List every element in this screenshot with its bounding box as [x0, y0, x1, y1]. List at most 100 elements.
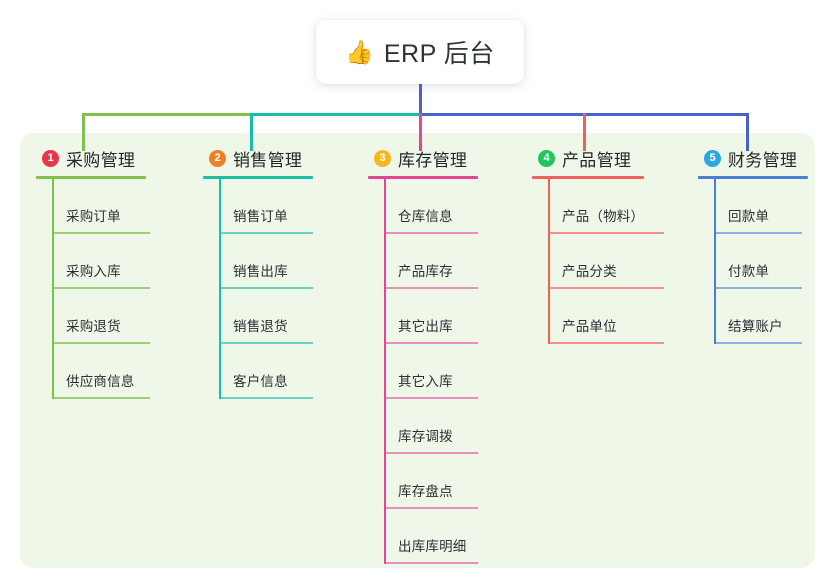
drop-sales: [250, 113, 253, 151]
list-item[interactable]: 仓库信息: [386, 179, 478, 234]
list-item-label: 结算账户: [728, 319, 783, 334]
list-item-label: 产品单位: [562, 319, 617, 334]
list-item[interactable]: 库存盘点: [386, 454, 478, 509]
list-item-underline: [550, 342, 664, 344]
branch-items-finance: 回款单付款单结算账户: [698, 179, 808, 344]
branch-finance: 5 财务管理回款单付款单结算账户: [698, 146, 808, 344]
list-item-underline: [221, 397, 313, 399]
branch-number-badge: 4: [538, 149, 555, 167]
list-item-label: 采购入库: [66, 264, 121, 279]
list-item-underline: [716, 287, 802, 289]
list-item-label: 采购订单: [66, 209, 121, 224]
root-stem-connector: [419, 84, 422, 114]
list-item-label: 付款单: [728, 264, 770, 279]
list-item-underline: [386, 232, 478, 234]
list-item[interactable]: 产品（物料）: [550, 179, 664, 234]
root-node-title: ERP 后台: [383, 40, 495, 68]
list-item-underline: [386, 287, 478, 289]
bus-segment-green: [82, 113, 253, 116]
list-item-underline: [221, 342, 313, 344]
list-item-label: 产品分类: [562, 264, 617, 279]
branch-header-finance[interactable]: 5 财务管理: [698, 146, 808, 170]
list-item[interactable]: 产品单位: [550, 289, 664, 344]
list-item-underline: [386, 397, 478, 399]
list-item[interactable]: 采购入库: [54, 234, 150, 289]
branch-items-inventory: 仓库信息产品库存其它出库其它入库库存调拨库存盘点出库库明细: [368, 179, 478, 564]
list-item-label: 库存调拨: [398, 429, 453, 444]
list-item[interactable]: 库存调拨: [386, 399, 478, 454]
branch-sales: 2 销售管理销售订单销售出库销售退货客户信息: [203, 146, 313, 399]
list-item-label: 采购退货: [66, 319, 121, 334]
list-item-label: 销售退货: [233, 319, 288, 334]
list-item-underline: [550, 232, 664, 234]
branch-title-finance: 财务管理: [728, 150, 798, 170]
list-item-underline: [386, 562, 478, 564]
list-item[interactable]: 结算账户: [716, 289, 808, 344]
branch-header-sales[interactable]: 2 销售管理: [203, 146, 313, 170]
list-item-underline: [54, 287, 150, 289]
branch-header-inventory[interactable]: 3 库存管理: [368, 146, 478, 170]
list-item[interactable]: 出库库明细: [386, 509, 478, 564]
branch-items-product: 产品（物料） 产品分类产品单位: [532, 179, 664, 344]
list-item-label: 出库库明细: [398, 539, 467, 554]
list-item-underline: [54, 342, 150, 344]
branch-items-purchase: 采购订单采购入库采购退货供应商信息: [36, 179, 150, 399]
branch-underline-purchase: [36, 176, 146, 179]
list-item[interactable]: 其它出库: [386, 289, 478, 344]
branch-number-badge: 5: [704, 149, 721, 167]
branch-underline-inventory: [368, 176, 478, 179]
list-item-underline: [386, 507, 478, 509]
branch-number-badge: 3: [374, 149, 391, 167]
list-item[interactable]: 销售出库: [221, 234, 313, 289]
list-item[interactable]: 其它入库: [386, 344, 478, 399]
list-item[interactable]: 客户信息: [221, 344, 313, 399]
list-item-underline: [386, 342, 478, 344]
list-item-label: 销售订单: [233, 209, 288, 224]
branch-title-product: 产品管理: [562, 150, 632, 170]
list-item[interactable]: 采购订单: [54, 179, 150, 234]
list-item-underline: [386, 452, 478, 454]
branch-spine-product: [548, 179, 550, 344]
list-item-label: 其它出库: [398, 319, 453, 334]
list-item-label: 客户信息: [233, 374, 288, 389]
list-item-label: 产品库存: [398, 264, 453, 279]
list-item-underline: [221, 232, 313, 234]
branch-underline-finance: [698, 176, 808, 179]
list-item-label: 仓库信息: [398, 209, 453, 224]
list-item-underline: [550, 287, 664, 289]
branch-spine-finance: [714, 179, 716, 344]
bus-segment-teal: [250, 113, 422, 116]
list-item-underline: [54, 232, 150, 234]
branch-spine-sales: [219, 179, 221, 399]
list-item-label: 销售出库: [233, 264, 288, 279]
branch-title-sales: 销售管理: [233, 150, 303, 170]
branch-items-sales: 销售订单销售出库销售退货客户信息: [203, 179, 313, 399]
branch-spine-purchase: [52, 179, 54, 399]
list-item[interactable]: 采购退货: [54, 289, 150, 344]
root-node[interactable]: 👍 ERP 后台: [316, 20, 524, 84]
list-item[interactable]: 销售订单: [221, 179, 313, 234]
list-item-underline: [716, 342, 802, 344]
list-item-underline: [716, 232, 802, 234]
diagram-panel: [20, 133, 815, 568]
branch-title-purchase: 采购管理: [66, 150, 136, 170]
branch-title-inventory: 库存管理: [398, 150, 468, 170]
list-item-underline: [221, 287, 313, 289]
list-item-label: 回款单: [728, 209, 770, 224]
list-item[interactable]: 产品分类: [550, 234, 664, 289]
list-item[interactable]: 销售退货: [221, 289, 313, 344]
branch-header-product[interactable]: 4 产品管理: [532, 146, 644, 170]
branch-number-badge: 1: [42, 149, 59, 167]
list-item-label: 产品（物料）: [562, 209, 645, 224]
list-item-underline: [54, 397, 150, 399]
drop-finance: [746, 113, 749, 151]
list-item[interactable]: 产品库存: [386, 234, 478, 289]
branch-header-purchase[interactable]: 1 采购管理: [36, 146, 146, 170]
list-item[interactable]: 回款单: [716, 179, 808, 234]
branch-inventory: 3 库存管理仓库信息产品库存其它出库其它入库库存调拨库存盘点出库库明细: [368, 146, 478, 564]
drop-inventory: [419, 113, 422, 151]
branch-product: 4 产品管理产品（物料） 产品分类产品单位: [532, 146, 664, 344]
list-item[interactable]: 付款单: [716, 234, 808, 289]
list-item[interactable]: 供应商信息: [54, 344, 150, 399]
branch-number-badge: 2: [209, 149, 226, 167]
